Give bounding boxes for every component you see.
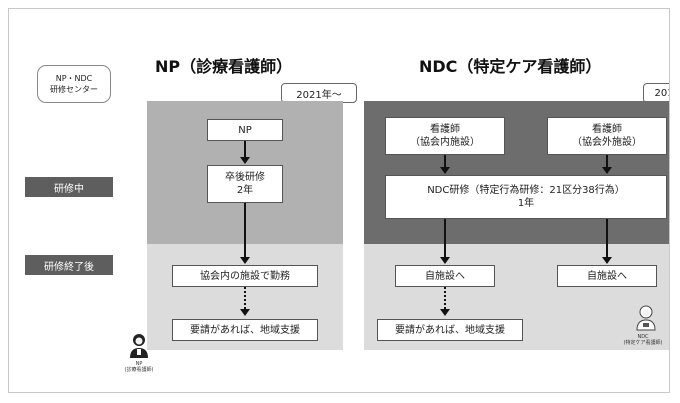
np-postgrad-line2: 2年 <box>236 185 254 196</box>
np-arrow-1-head <box>240 157 250 164</box>
ndc-title: NDC（特定ケア看護師） <box>419 57 602 76</box>
np-person-caption-line2: (診療看護師) <box>124 367 154 373</box>
ndc-support-text: 要請があれば、地域支援 <box>395 324 505 336</box>
np-postgrad-box: 卒後研修 2年 <box>207 165 283 203</box>
np-box-text: NP <box>238 124 252 136</box>
np-person-icon <box>130 334 148 358</box>
ndc-support-box: 要請があれば、地域支援 <box>377 319 523 341</box>
ndc-right-arrow-2-line <box>606 219 608 257</box>
training-phase-text: 研修中 <box>54 183 84 195</box>
ndc-person-icon <box>636 305 656 331</box>
np-arrow-2-line <box>244 203 246 257</box>
ndc-right-arrow-2-head <box>602 257 612 264</box>
np-work-text: 協会内の施設で勤務 <box>200 270 290 282</box>
ndc-nurse-external-box: 看護師 （協会外施設） <box>547 117 667 155</box>
ndc-nurse-external-line1: 看護師 <box>592 124 622 135</box>
np-arrow-1-line <box>244 141 246 157</box>
after-training-phase-label: 研修終了後 <box>25 255 113 275</box>
training-center-label-line2: 研修センター <box>50 85 98 94</box>
ndc-left-arrow-2-head <box>440 257 450 264</box>
np-support-box: 要請があれば、地域支援 <box>172 319 318 341</box>
ndc-dotted-arrow-line <box>444 287 446 309</box>
after-training-phase-text: 研修終了後 <box>44 261 94 273</box>
training-center-label: NP・NDC 研修センター <box>37 65 111 103</box>
np-person-caption-line1: NP <box>135 361 143 367</box>
training-center-label-line1: NP・NDC <box>55 74 93 83</box>
ndc-nurse-internal-line1: 看護師 <box>430 124 460 135</box>
np-year-tag: 2021年～ <box>281 83 357 103</box>
ndc-training-line1: NDC研修（特定行為研修：21区分38行為） <box>427 185 625 196</box>
np-postgrad-line1: 卒後研修 <box>225 172 265 183</box>
ndc-training-line2: 1年 <box>517 198 535 209</box>
training-phase-label: 研修中 <box>25 177 113 197</box>
ndc-nurse-internal-line2: （協会内施設） <box>410 137 480 148</box>
ndc-person-caption: NDC (特定ケア看護師) <box>617 334 669 346</box>
np-person-caption: NP (診療看護師) <box>115 361 163 373</box>
ndc-person-caption-line1: NDC <box>637 334 649 340</box>
ndc-left-arrow-2-line <box>444 219 446 257</box>
ndc-nurse-internal-box: 看護師 （協会内施設） <box>385 117 505 155</box>
np-dotted-arrow-line <box>244 287 246 309</box>
ndc-year-tag: 201 <box>643 83 669 103</box>
np-arrow-2-head <box>240 257 250 264</box>
ndc-right-arrow-1-line <box>606 155 608 167</box>
ndc-training-box: NDC研修（特定行為研修：21区分38行為） 1年 <box>385 175 667 219</box>
ndc-own-facility-right-text: 自施設へ <box>587 270 627 282</box>
ndc-nurse-external-line2: （協会外施設） <box>572 137 642 148</box>
np-title: NP（診療看護師） <box>155 57 293 76</box>
np-support-text: 要請があれば、地域支援 <box>190 324 300 336</box>
ndc-own-facility-left-box: 自施設へ <box>395 265 495 287</box>
ndc-left-arrow-1-line <box>444 155 446 167</box>
ndc-person-caption-line2: (特定ケア看護師) <box>623 340 663 346</box>
ndc-own-facility-right-box: 自施設へ <box>557 265 657 287</box>
np-work-box: 協会内の施設で勤務 <box>172 265 318 287</box>
ndc-dotted-arrow-head <box>440 309 450 316</box>
ndc-right-arrow-1-head <box>602 167 612 174</box>
diagram-frame: NP・NDC 研修センター 研修中 研修終了後 NP（診療看護師） 2021年～… <box>8 8 670 393</box>
ndc-left-arrow-1-head <box>440 167 450 174</box>
np-dotted-arrow-head <box>240 309 250 316</box>
ndc-own-facility-left-text: 自施設へ <box>425 270 465 282</box>
np-box: NP <box>207 119 283 141</box>
